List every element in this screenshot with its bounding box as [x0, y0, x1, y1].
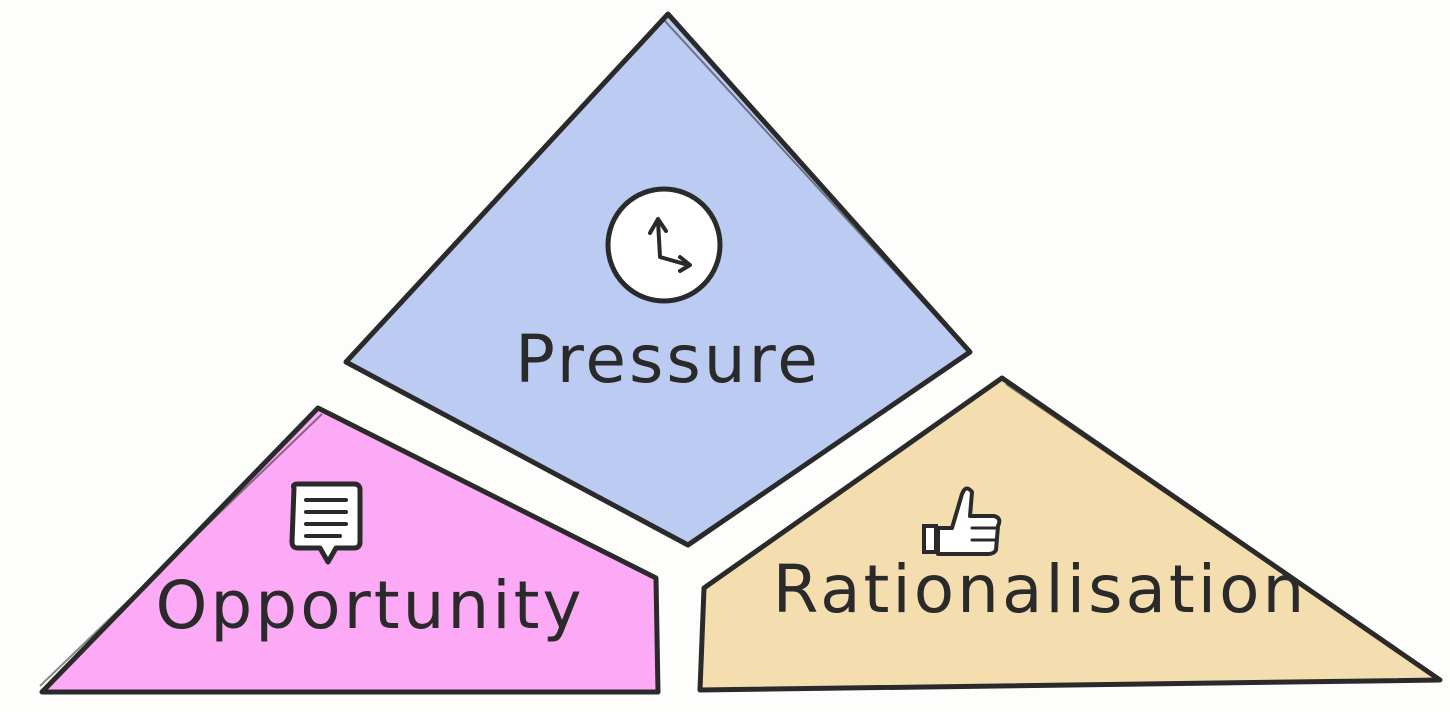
pressure-sketch-line	[663, 19, 966, 349]
clock-icon	[605, 186, 723, 304]
rationalisation-sketch-line	[1005, 383, 1433, 675]
pressure-segment: Pressure	[343, 11, 973, 548]
rationalisation-segment: Rationalisation	[697, 375, 1443, 693]
opportunity-sketch-line	[39, 413, 323, 687]
pressure-sketch-line	[351, 20, 663, 358]
opportunity-segment: Opportunity	[39, 405, 661, 695]
speech-bubble-icon	[289, 481, 363, 565]
thumbs-up-icon	[922, 486, 1002, 556]
opportunity-label: Opportunity	[155, 567, 584, 644]
pressure-label: Pressure	[515, 321, 821, 398]
rationalisation-label: Rationalisation	[773, 551, 1308, 628]
